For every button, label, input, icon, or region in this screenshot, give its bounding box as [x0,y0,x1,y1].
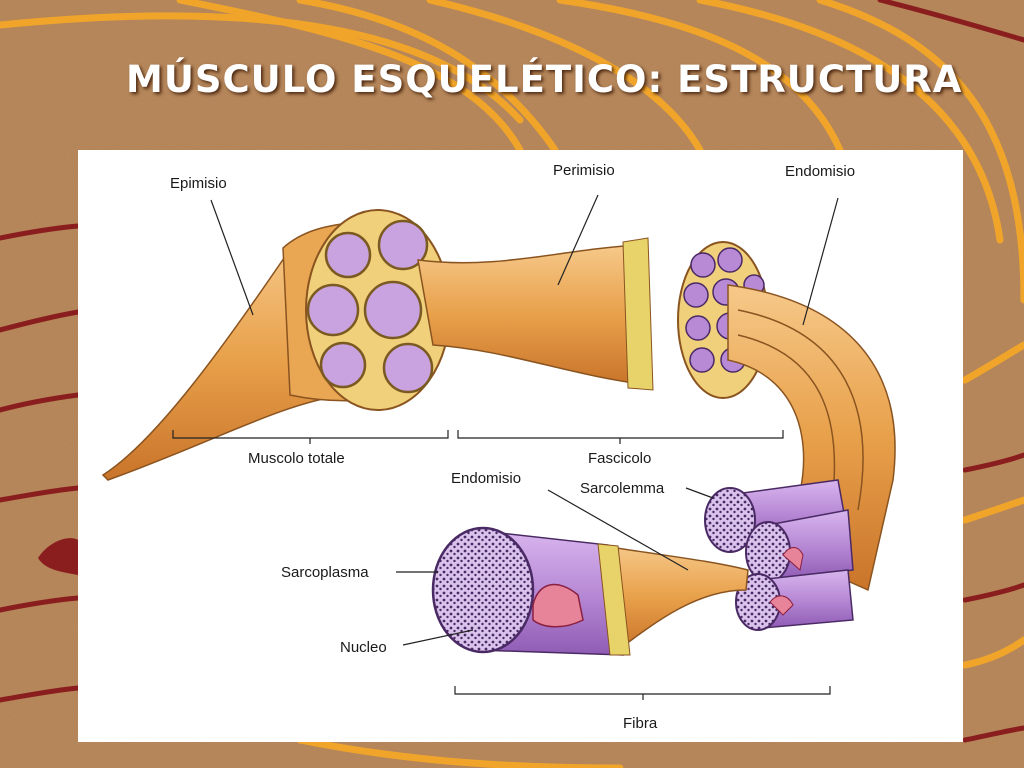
fascicle [417,237,769,399]
leader-lines [210,194,839,646]
nucleus [532,583,584,628]
red-blob [38,538,78,575]
sarcolemma-band [597,543,631,656]
fascicle-sections [306,219,434,394]
single-fiber [431,526,749,656]
fiber-cross-section [431,526,535,654]
label-sarcoplasma: Sarcoplasma [281,564,369,581]
label-muscolo-totale: Muscolo totale [248,450,345,467]
label-fascicolo: Fascicolo [588,450,651,467]
label-endomisio-mid: Endomisio [451,470,521,487]
perimysium-band [622,237,654,391]
fascicle-body [417,244,649,386]
label-endomisio-top: Endomisio [785,163,855,180]
label-epimisio: Epimisio [170,175,227,192]
purple-fiber-ends [704,479,854,631]
label-fibra: Fibra [623,715,658,732]
slide-title: MÚSCULO ESQUELÉTICO: ESTRUCTURA [126,58,963,101]
muscle-structure-figure: Epimisio Perimisio Endomisio Endomisio S… [78,150,963,742]
whole-muscle [101,209,451,481]
group-brackets [172,430,831,700]
label-perimisio: Perimisio [553,162,615,179]
label-sarcolemma: Sarcolemma [580,480,665,497]
red-swirls [0,0,1024,743]
endomysium-line-1 [737,309,864,511]
curving-fibers [704,284,896,631]
fiber-bundle-curve [727,284,896,592]
fiber-tail [597,544,749,652]
label-nucleo: Nucleo [340,639,387,656]
muscle-diagram: Epimisio Perimisio Endomisio Endomisio S… [101,162,896,732]
